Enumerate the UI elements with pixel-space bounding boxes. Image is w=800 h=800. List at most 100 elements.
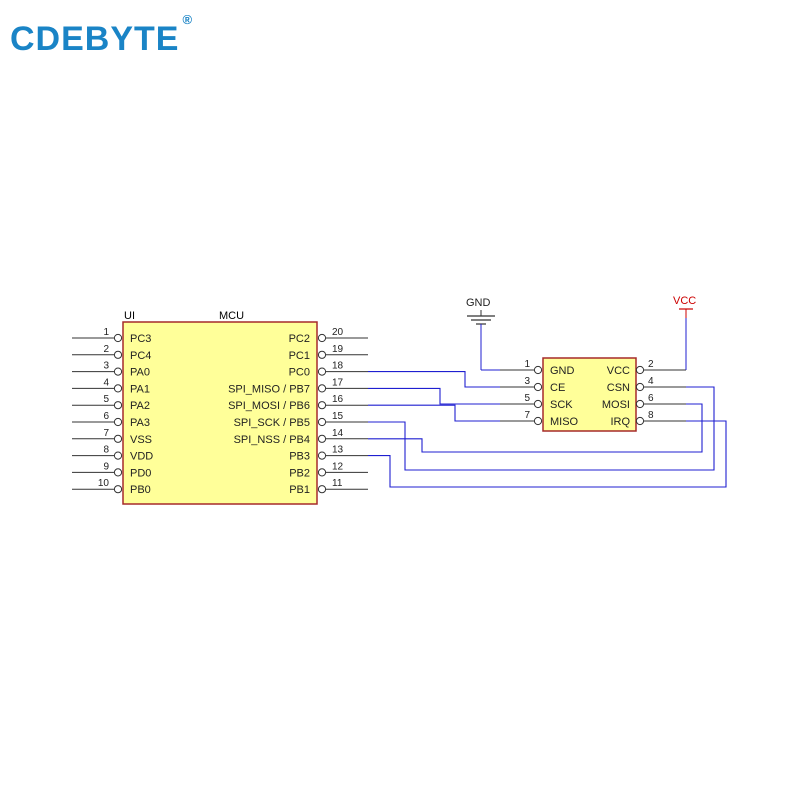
- module-pin-circle: [635, 365, 645, 375]
- mcu-pin-circle: [113, 485, 123, 494]
- mcu-pin-label: SPI_SCK / PB5: [234, 417, 310, 429]
- mcu-pin-number: 14: [332, 428, 344, 439]
- module-pin-circle: [533, 365, 543, 375]
- module-pin-number: 8: [648, 410, 654, 421]
- mcu-pin-label: PB0: [130, 484, 151, 496]
- mcu-pin-number: 16: [332, 394, 344, 405]
- mcu-pin-number: 10: [98, 478, 110, 489]
- mcu-pin-circle: [113, 367, 123, 376]
- module-pin-circle: [533, 382, 543, 392]
- mcu-pin-number: 4: [103, 377, 109, 388]
- module-pin-number: 2: [648, 359, 654, 370]
- mcu-pin-label: PC4: [130, 350, 151, 362]
- mcu-pin-number: 12: [332, 461, 344, 472]
- cdebyte-logo: CDEBYTE®: [10, 13, 193, 58]
- mcu-pin-number: 2: [103, 344, 109, 355]
- mcu-pin-number: 8: [103, 445, 109, 456]
- mcu-pin-number: 3: [103, 361, 109, 372]
- mcu-pin-number: 19: [332, 344, 344, 355]
- mcu-pins: 1PC32PC43PA04PA15PA26PA37VSS8VDD9PD010PB…: [72, 327, 368, 496]
- mcu-pin-number: 20: [332, 327, 344, 338]
- mcu-pin-circle: [113, 384, 123, 393]
- module-pin-number: 6: [648, 393, 654, 404]
- mcu-pin-circle: [113, 417, 123, 427]
- mcu-ref-label: UI: [124, 310, 135, 322]
- mcu-pin-label: PA3: [130, 417, 150, 429]
- module-pin-number: 3: [524, 376, 530, 387]
- mcu-pin-circle: [317, 333, 327, 343]
- module-pin-number: 7: [524, 410, 530, 421]
- mcu-pin-number: 5: [103, 394, 109, 405]
- module-pin-label: VCC: [607, 365, 630, 377]
- mcu-pin-number: 1: [103, 327, 109, 338]
- wire: [368, 387, 500, 405]
- mcu-pin-label: SPI_MISO / PB7: [228, 383, 310, 395]
- mcu-pin-circle: [113, 451, 123, 460]
- module-pin-circle: [635, 382, 645, 392]
- vcc-label: VCC: [673, 295, 696, 307]
- mcu-pin-circle: [317, 401, 327, 410]
- mcu-pin-circle: [113, 350, 123, 359]
- mcu-pin-number: 13: [332, 445, 344, 456]
- logo-text: CDEBYTE: [10, 20, 180, 58]
- gnd-symbol: GND: [466, 297, 495, 370]
- mcu-pin-number: 7: [103, 428, 109, 439]
- mcu-pin-number: 15: [332, 411, 344, 422]
- module-pin-label: CSN: [607, 382, 630, 394]
- module-pin-circle: [635, 399, 645, 409]
- module-pin-label: IRQ: [610, 416, 630, 428]
- module-pin-label: SCK: [550, 399, 573, 411]
- module-chip-body: [542, 357, 637, 432]
- mcu-pin-circle: [317, 434, 327, 443]
- wire: [368, 420, 727, 488]
- mcu-pin-number: 11: [332, 478, 343, 489]
- mcu-name-label: MCU: [219, 310, 244, 322]
- mcu-pin-circle: [317, 417, 327, 427]
- module-pin-circle: [533, 399, 543, 409]
- mcu-pin-label: PD0: [130, 467, 151, 479]
- module-pin-circle: [533, 416, 543, 426]
- mcu-pin-label: VSS: [130, 434, 152, 446]
- module-pin-label: CE: [550, 382, 565, 394]
- mcu-pin-label: PB3: [289, 451, 310, 463]
- connection-wires: [368, 369, 727, 488]
- mcu-pin-label: PC0: [289, 367, 310, 379]
- mcu-pin-label: PC3: [130, 333, 151, 345]
- mcu-pin-circle: [317, 384, 327, 393]
- mcu-pin-label: SPI_MOSI / PB6: [228, 400, 310, 412]
- module-pin-label: MOSI: [602, 399, 630, 411]
- mcu-chip-body: [122, 321, 318, 505]
- module-pin-number: 5: [524, 393, 530, 404]
- module-pin-label: GND: [550, 365, 575, 377]
- mcu-pin-number: 6: [103, 411, 109, 422]
- mcu-pin-label: PB2: [289, 467, 310, 479]
- module-pin-number: 4: [648, 376, 654, 387]
- vcc-symbol: VCC: [673, 295, 696, 370]
- mcu-pin-label: PA2: [130, 400, 150, 412]
- mcu-pin-label: VDD: [130, 451, 153, 463]
- mcu-pin-label: PA1: [130, 383, 150, 395]
- mcu-pin-label: PC1: [289, 350, 310, 362]
- mcu-pin-circle: [317, 468, 327, 477]
- module-pin-label: MISO: [550, 416, 579, 428]
- mcu-pin-label: PB1: [289, 484, 310, 496]
- wire: [368, 386, 715, 471]
- module-pin-circle: [635, 416, 645, 426]
- wire: [368, 403, 703, 453]
- wire: [368, 404, 500, 422]
- module-pin-number: 1: [524, 359, 530, 370]
- mcu-pin-label: PC2: [289, 333, 310, 345]
- mcu-pin-circle: [113, 434, 123, 443]
- mcu-pin-circle: [317, 350, 327, 359]
- mcu-pin-circle: [113, 333, 123, 343]
- mcu-pin-number: 9: [103, 461, 109, 472]
- wire: [368, 371, 500, 388]
- mcu-pin-circle: [317, 367, 327, 376]
- mcu-pin-label: SPI_NSS / PB4: [234, 434, 310, 446]
- gnd-label: GND: [466, 297, 491, 309]
- mcu-pin-circle: [113, 468, 123, 477]
- mcu-pin-circle: [317, 485, 327, 494]
- mcu-pin-number: 18: [332, 361, 344, 372]
